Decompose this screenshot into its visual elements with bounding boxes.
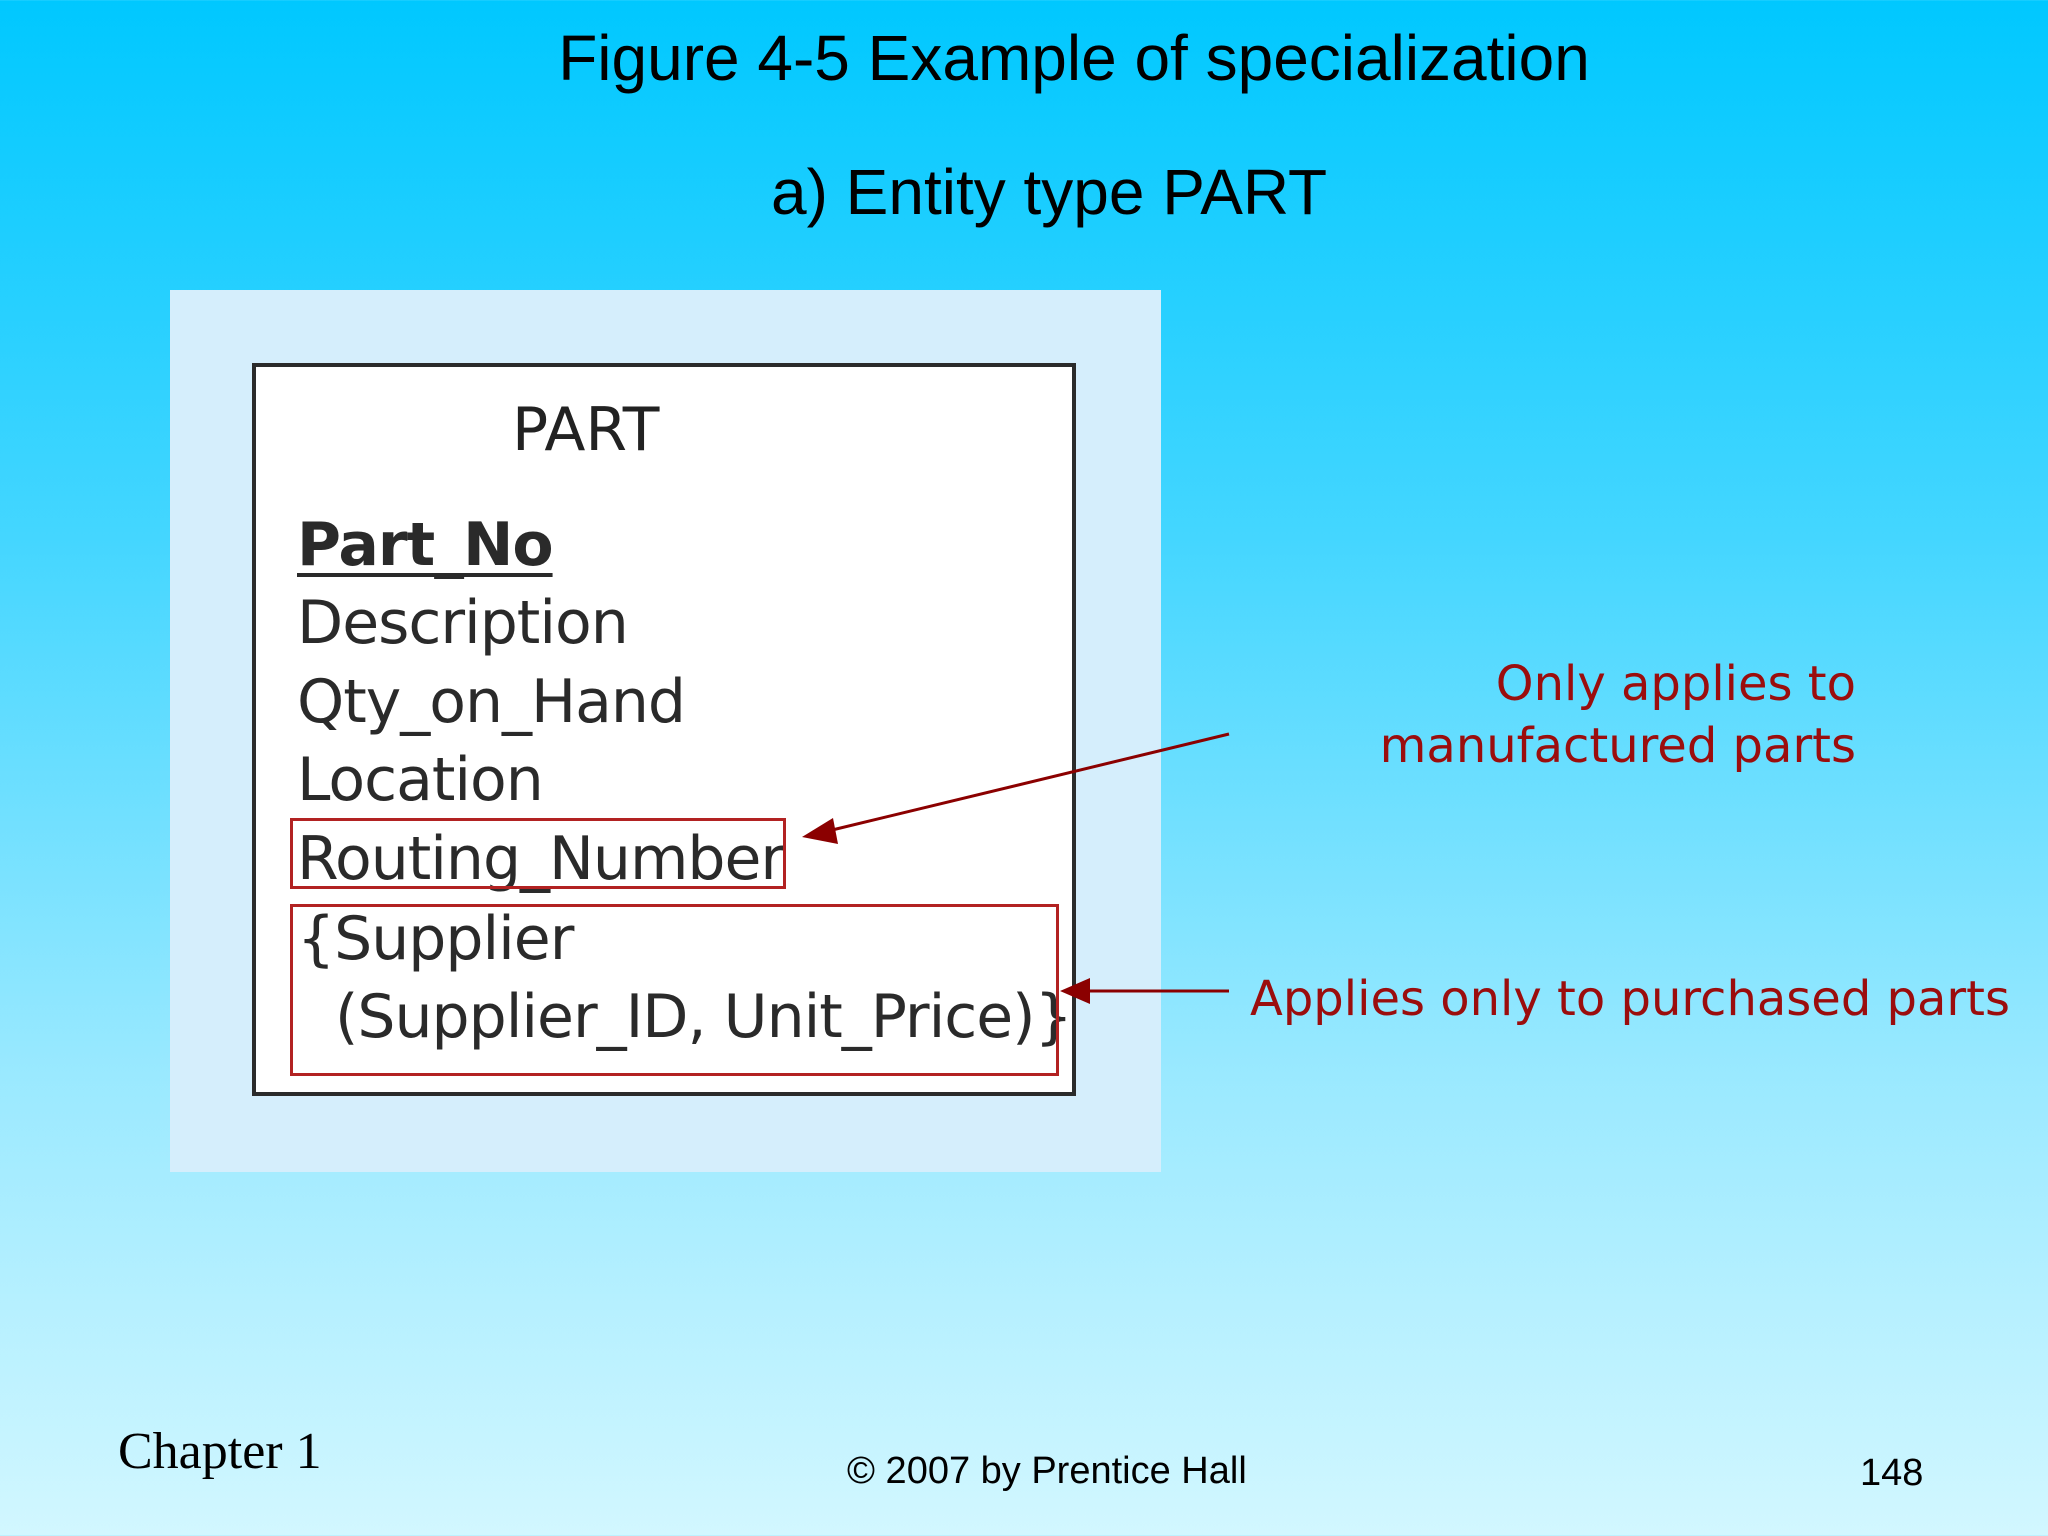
attribute-part-no: Part_No [297, 510, 554, 580]
footer-copyright: © 2007 by Prentice Hall [847, 1450, 1247, 1492]
callout-purchased-parts: Applies only to purchased parts [1250, 971, 2010, 1027]
attribute-supplier-components: (Supplier_ID, Unit_Price)} [335, 982, 1073, 1052]
supplier-highlight [290, 904, 1059, 1076]
callout-manufactured-parts: Only applies to manufactured parts [1380, 653, 1856, 778]
attribute-location: Location [297, 745, 544, 815]
slide-subtitle: a) Entity type PART [770, 156, 1328, 228]
attribute-supplier: {Supplier [297, 904, 574, 974]
callout-manufactured-line1: Only applies to [1495, 656, 1856, 712]
entity-box [252, 363, 1076, 1096]
footer-chapter: Chapter 1 [118, 1423, 322, 1480]
attribute-description: Description [297, 588, 629, 658]
callout-manufactured-line2: manufactured parts [1379, 718, 1856, 775]
arrow-to-supplier [1060, 978, 1229, 1004]
slide-title: Figure 4-5 Example of specialization [558, 22, 1590, 94]
arrow-to-routing-number [802, 732, 1230, 844]
attribute-routing-number: Routing_Number [297, 824, 785, 894]
footer-page-number: 148 [1860, 1452, 1924, 1494]
attribute-qty-on-hand: Qty_on_Hand [297, 667, 686, 737]
entity-name: PART [512, 395, 660, 465]
routing-number-highlight [290, 818, 786, 889]
